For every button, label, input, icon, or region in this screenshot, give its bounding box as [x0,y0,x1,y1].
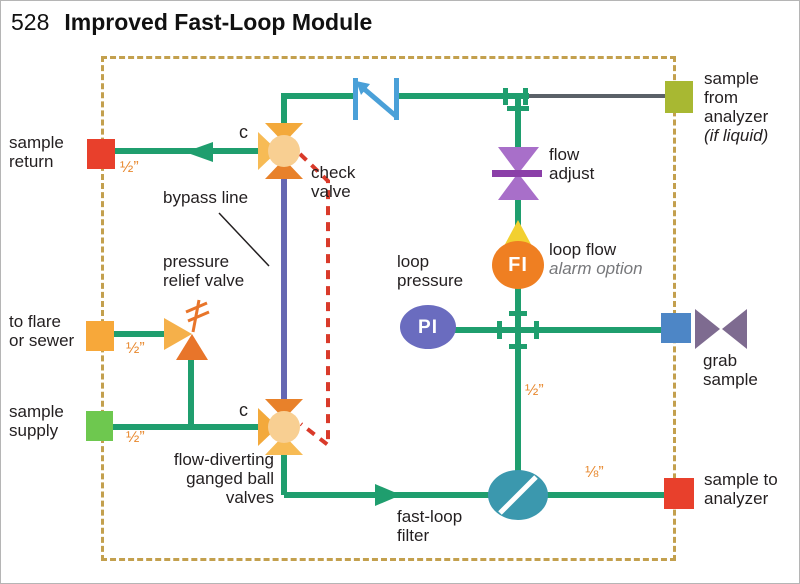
to-analyzer-port [664,478,694,509]
pipe-from-analyzer [529,94,666,98]
grab-sample-valve-icon [695,309,747,349]
pressure-relief-label: pressure relief valve [163,252,245,290]
page-title: 528 Improved Fast-Loop Module [11,9,372,36]
figure-title: Improved Fast-Loop Module [64,9,373,35]
bypass-pointer-line [218,212,270,267]
pressure-relief-valve-icon [164,299,210,360]
cross-union-tick-right [534,321,539,339]
size-analyzer-line: ⅛” [585,464,604,481]
pi-label: PI [418,317,438,338]
cross-union-tick-bottom [509,344,527,349]
fast-loop-filter-icon [488,470,548,520]
tee-union-tick-left [503,88,508,105]
check-valve-icon [356,81,399,119]
sample-supply-label: sample supply [9,402,64,440]
pipe-relief-drain [188,351,194,427]
valve-tag-upper: c [239,122,248,142]
flow-adjust-valve-icon [492,147,542,200]
pipe-riser-upper [515,98,521,150]
flow-diverting-label: flow-diverting ganged ball valves [173,450,274,507]
pipe-sample-return [114,148,260,154]
to-flare-label: to flare or sewer [9,312,75,350]
size-flare: ½” [126,340,145,357]
pipe-top-run-right [399,93,529,99]
alarm-option-note: alarm option [549,259,643,278]
valve-tag-lower: c [239,400,248,420]
flow-indicator-icon [492,220,544,289]
pipe-filter-outlet [546,492,664,498]
size-riser: ½” [525,382,544,399]
sample-supply-port [86,411,113,441]
pressure-indicator-icon [400,305,456,349]
flow-adjust-label: flow adjust [549,145,595,183]
grab-sample-port [661,313,691,343]
figure-number: 528 [11,9,50,35]
to-analyzer-label: sample to analyzer [704,470,778,508]
pipe-top-run-left [281,93,356,99]
check-valve-bar-right [394,78,399,120]
loop-pressure-label: loop pressure [397,252,464,290]
gang-link-dashed [298,152,330,450]
sample-return-port [87,139,115,169]
return-flow-arrow-icon [185,142,213,162]
cross-union-tick-left [497,321,502,339]
check-valve-label: check valve [311,163,356,201]
size-supply: ½” [126,429,145,446]
from-analyzer-port [665,81,693,113]
pipe-riser-mid [515,197,521,227]
loop-flow-label: loop flow alarm option [549,240,643,278]
grab-sample-label: grab sample [703,351,758,389]
bypass-line-label: bypass line [163,188,249,207]
flare-port [86,321,114,351]
sample-return-label: sample return [9,133,64,171]
fast-loop-filter-label: fast-loop filter [397,507,463,545]
pipe-grab-run [454,327,663,333]
pipe-bypass [281,175,287,403]
tee-union-tick-right [523,88,528,105]
module-boundary [101,56,676,561]
pipe-sample-supply [113,424,261,430]
from-analyzer-label: sample from analyzer (if liquid) [704,69,769,145]
bottom-flow-arrow-icon [375,484,401,506]
pipe-flare [114,331,166,337]
pipe-riser-lower [515,287,521,473]
check-valve-bar-left [353,78,358,120]
diverting-valve-upper-icon [258,123,303,179]
size-return: ½” [120,159,139,176]
cross-union-tick-top [509,311,527,316]
pipe-valve1-riser [281,97,287,127]
fi-label: FI [508,254,528,276]
diverting-valve-lower-icon [258,399,303,455]
tee-union-tick-bottom [507,106,529,111]
pipe-valve2-drop [281,451,287,495]
